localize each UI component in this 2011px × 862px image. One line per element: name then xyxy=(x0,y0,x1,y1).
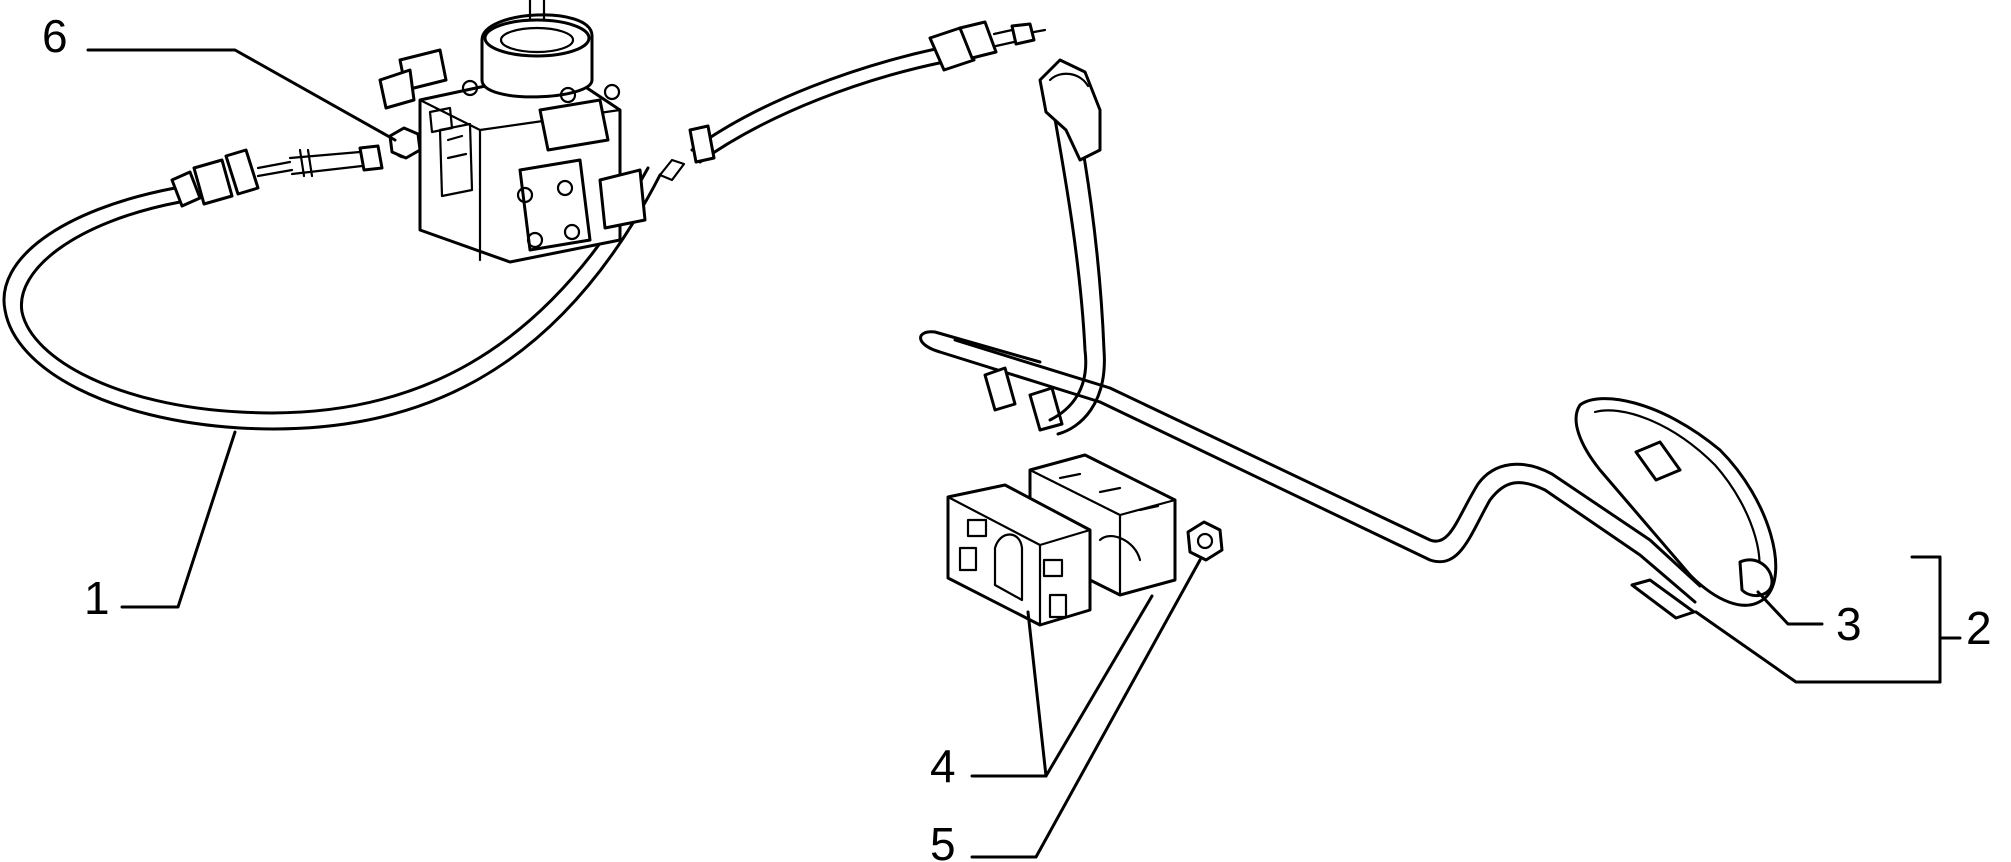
leader-lines xyxy=(86,48,1962,859)
accelerator-pedal-lever xyxy=(919,58,1778,620)
callout-6: 6 xyxy=(42,10,68,62)
throttle-cable xyxy=(2,144,686,431)
upper-cable xyxy=(688,20,1047,164)
cable-nut xyxy=(388,126,422,160)
mounting-blocks xyxy=(946,453,1177,627)
callout-2: 2 xyxy=(1966,602,1992,654)
callout-1: 1 xyxy=(84,572,110,624)
nut xyxy=(1186,520,1224,562)
callout-4: 4 xyxy=(930,740,956,792)
callout-3: 3 xyxy=(1836,598,1862,650)
callout-5: 5 xyxy=(930,818,956,862)
carburetor xyxy=(378,0,647,264)
